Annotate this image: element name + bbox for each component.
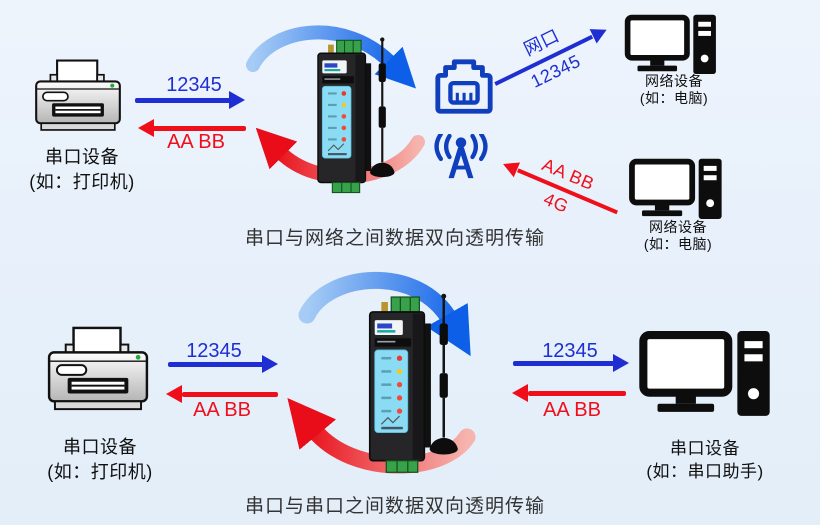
bottom-left-send-arrowhead xyxy=(262,354,278,373)
curved-arrow-blue xyxy=(246,25,417,89)
top-serial-device-subtitle: (如：打印机) xyxy=(29,172,135,192)
diagonal-arrow-blue: 网口 12345 xyxy=(482,4,615,108)
bottom-left-recv-arrow xyxy=(182,391,278,397)
bottom-serial-pc-title: 串口设备 xyxy=(670,439,740,458)
bottom-right-send-label: 12345 xyxy=(542,340,598,362)
bottom-serial-pc-subtitle: (如：串口助手) xyxy=(646,462,764,481)
signal-tower-icon xyxy=(434,134,488,179)
top-network-device2-subtitle: (如：电脑) xyxy=(643,236,713,252)
antenna xyxy=(429,293,458,455)
dtu-device-photo xyxy=(368,293,458,473)
desktop-pc-icon xyxy=(639,331,770,416)
bottom-right-send-arrowhead xyxy=(613,353,629,372)
printer-icon xyxy=(47,326,149,411)
top-serial-device-title: 串口设备 xyxy=(45,147,119,167)
bottom-left-send-arrow xyxy=(168,362,264,367)
top-downlink-arrow xyxy=(152,125,246,131)
bottom-left-send-label: 12345 xyxy=(186,340,242,362)
curved-arrow-blue xyxy=(298,271,471,357)
arrowhead-left xyxy=(499,156,521,178)
bottom-left-recv-arrowhead xyxy=(166,384,182,403)
arrowhead-right xyxy=(589,22,611,44)
top-network-device1-title: 网络设备 xyxy=(645,73,703,89)
rj45-port-icon xyxy=(435,59,493,114)
din-rail-clip xyxy=(422,323,431,448)
bottom-caption: 串口与串口之间数据双向透明传输 xyxy=(245,496,546,517)
top-caption: 串口与网络之间数据双向透明传输 xyxy=(245,228,546,249)
din-rail-clip xyxy=(363,63,372,172)
dtu-device-photo xyxy=(317,37,395,194)
top-network-device2-title: 网络设备 xyxy=(649,219,707,235)
top-downlink-label: AA BB xyxy=(167,131,225,153)
bottom-right-send-arrow xyxy=(513,361,615,366)
top-downlink-arrowhead xyxy=(138,118,154,137)
antenna xyxy=(370,37,395,178)
printer-icon xyxy=(35,59,121,131)
top-network-device1-subtitle: (如：电脑) xyxy=(639,90,709,106)
desktop-pc-icon xyxy=(629,158,722,219)
bottom-right-recv-label: AA BB xyxy=(543,399,601,421)
bottom-right-recv-arrowhead xyxy=(512,383,528,402)
top-uplink-arrow xyxy=(135,98,231,103)
bottom-left-recv-label: AA BB xyxy=(193,399,251,421)
top-uplink-label: 12345 xyxy=(166,74,222,96)
bottom-serial-device-subtitle: (如：打印机) xyxy=(47,462,153,482)
bottom-right-recv-arrow xyxy=(528,390,626,396)
top-uplink-arrowhead xyxy=(229,90,245,109)
bottom-serial-device-title: 串口设备 xyxy=(63,437,137,457)
desktop-pc-icon xyxy=(624,14,716,75)
